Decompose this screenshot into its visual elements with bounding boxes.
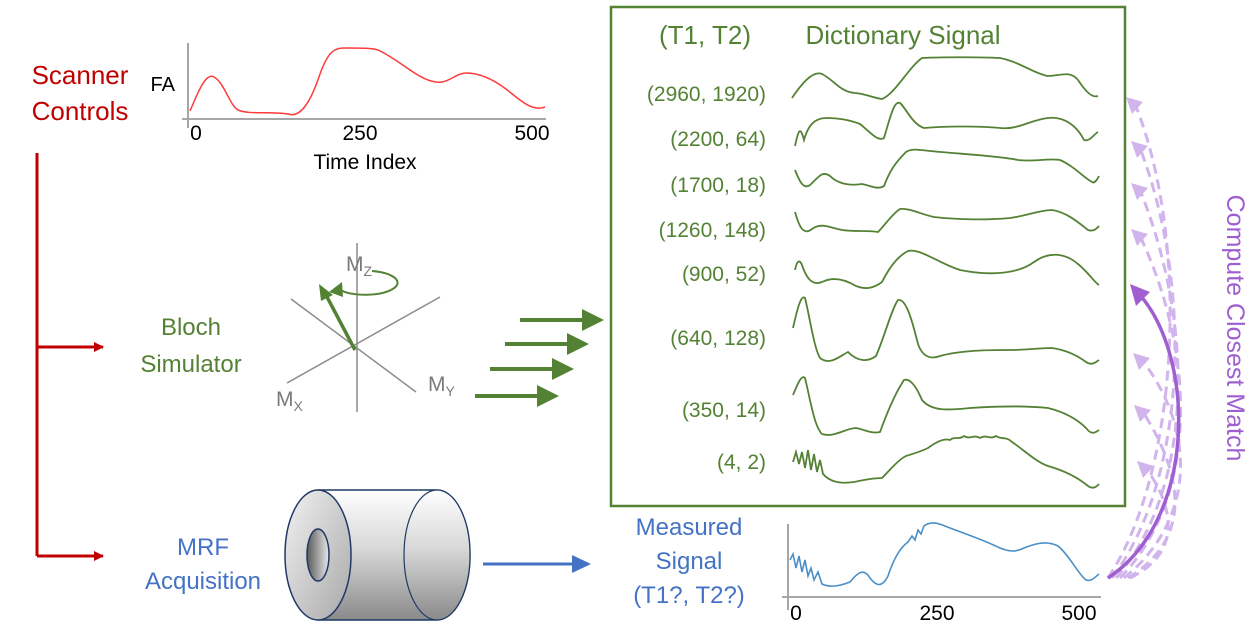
scanner-bore-icon (284, 489, 471, 621)
closest-match-arrow (1107, 284, 1181, 580)
dictionary-entry-label: (1700, 18) (670, 174, 766, 197)
fa-tick-500: 500 (514, 122, 549, 145)
dictionary-curve (794, 249, 1100, 289)
measured-tick-0: 0 (790, 602, 802, 625)
axis-mz-label: MZ (346, 253, 373, 279)
measured-tick-250: 250 (919, 602, 954, 625)
dictionary-entry-label: (350, 14) (682, 399, 766, 422)
dictionary-entry-label: (4, 2) (717, 451, 766, 474)
measured-signal-plot: 0 250 500 (782, 522, 1101, 625)
dictionary-curve (794, 101, 1099, 147)
measured-signal-label-line1: Measured (636, 514, 743, 541)
fa-tick-250: 250 (342, 122, 377, 145)
bloch-axes-icon (286, 243, 441, 412)
dictionary-box (609, 5, 1127, 508)
dictionary-curve (792, 434, 1100, 489)
dictionary-entry-label: (640, 128) (670, 327, 766, 350)
dictionary-entry-label: (2200, 64) (670, 128, 766, 151)
match-candidate-arrowheads (1126, 97, 1154, 478)
axis-my-label: MY (428, 373, 456, 399)
fa-plot-xlabel: Time Index (313, 151, 417, 174)
dictionary-curve (792, 376, 1100, 436)
compute-closest-match-label: Compute Closest Match (1221, 195, 1249, 462)
bloch-simulator-label-line2: Simulator (140, 351, 241, 378)
fa-curve (189, 47, 546, 116)
fa-tick-0: 0 (190, 122, 202, 145)
mrf-acquisition-label-line2: Acquisition (145, 568, 261, 595)
scanner-controls-label-line2: Controls (32, 96, 129, 126)
dictionary-header-params: (T1, T2) (659, 20, 751, 50)
measured-curve (789, 522, 1100, 587)
simulation-output-arrows (475, 309, 604, 407)
dictionary-entry-label: (900, 52) (682, 263, 766, 286)
dictionary-curve (794, 148, 1100, 189)
dictionary-curve (794, 208, 1100, 233)
bloch-simulator-label-line1: Bloch (161, 314, 221, 341)
fa-plot: FA 0 250 500 Time Index (151, 43, 550, 174)
axis-mx-label: MX (276, 388, 304, 414)
dictionary-curve (792, 296, 1100, 365)
dictionary-entry-label: (2960, 1920) (647, 83, 766, 106)
measured-tick-500: 500 (1061, 602, 1096, 625)
dictionary-header-signal: Dictionary Signal (805, 20, 1000, 50)
measured-signal-label-line2: Signal (656, 548, 723, 575)
fa-plot-ylabel: FA (151, 74, 176, 96)
scanner-flow-lines (35, 153, 104, 561)
dictionary-entry-label: (1260, 148) (659, 219, 766, 242)
scanner-controls-label-line1: Scanner (32, 60, 129, 90)
measured-signal-label-line3: (T1?, T2?) (633, 582, 745, 609)
dictionary-signal-curves (791, 56, 1100, 489)
mrf-acquisition-label-line1: MRF (177, 534, 229, 561)
dictionary-curve (791, 56, 1099, 100)
dictionary-entry-labels: (2960, 1920) (2200, 64) (1700, 18) (1260… (647, 83, 766, 474)
acquisition-arrow (483, 555, 591, 573)
